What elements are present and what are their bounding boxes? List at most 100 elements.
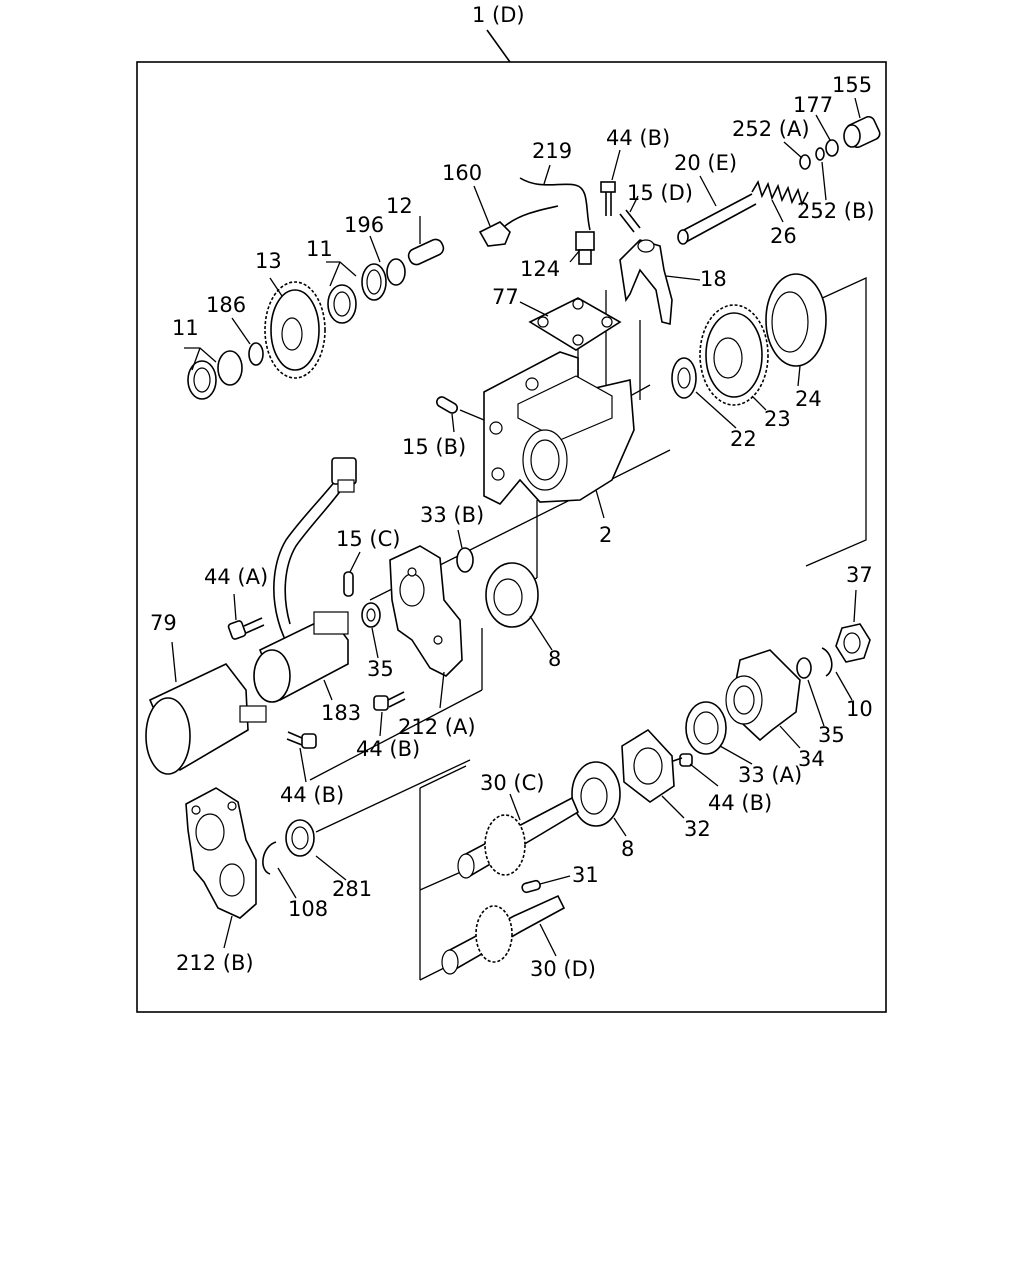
- part-labels: 1 (D) 155 177 252 (A) 44 (B) 219 20 (E) …: [150, 3, 875, 981]
- label-252a: 252 (A): [732, 117, 810, 141]
- gear-13: [264, 281, 326, 379]
- snap-ring-108: [262, 841, 277, 875]
- label-15b: 15 (B): [402, 435, 466, 459]
- label-15d: 15 (D): [627, 181, 693, 205]
- label-31: 31: [572, 863, 599, 887]
- washer-252a: [799, 154, 811, 170]
- nut-37: [835, 623, 871, 663]
- snap-ring-10: [821, 647, 833, 677]
- label-44b-mid: 44 (B): [356, 737, 420, 761]
- label-32: 32: [684, 817, 711, 841]
- label-2: 2: [599, 523, 612, 547]
- bearing-8-mid: [485, 562, 539, 628]
- sleeve-24: [765, 273, 827, 367]
- washer-35-mid: [361, 602, 381, 628]
- label-37: 37: [846, 563, 873, 587]
- washer-33b: [456, 547, 474, 573]
- bolt-44b-top: [600, 181, 616, 216]
- cap-79: [145, 663, 267, 775]
- wire-219: [519, 177, 591, 231]
- label-8-low: 8: [621, 837, 634, 861]
- washer-252b: [815, 147, 825, 161]
- label-196: 196: [344, 213, 384, 237]
- label-34: 34: [798, 747, 825, 771]
- leader-lines: [171, 97, 861, 957]
- solenoid-183: [253, 611, 349, 703]
- label-26: 26: [770, 224, 797, 248]
- label-33b: 33 (B): [420, 503, 484, 527]
- bolt-44a: [227, 617, 265, 640]
- label-155: 155: [832, 73, 872, 97]
- label-35-right: 35: [818, 723, 845, 747]
- label-30c: 30 (C): [480, 771, 544, 795]
- label-44b-low: 44 (B): [280, 783, 344, 807]
- wire-219b: [504, 205, 559, 227]
- gear-23: [699, 304, 769, 406]
- housing-212b: [185, 787, 257, 919]
- label-212a: 212 (A): [398, 715, 476, 739]
- label-24: 24: [795, 387, 822, 411]
- harness-connector: [331, 457, 357, 493]
- title-leader: [486, 29, 511, 63]
- label-20e: 20 (E): [674, 151, 737, 175]
- label-13: 13: [255, 249, 282, 273]
- lower-shaft-bracket: [419, 765, 467, 789]
- label-79: 79: [150, 611, 177, 635]
- label-186: 186: [206, 293, 246, 317]
- bolt-44b-low: [286, 731, 317, 749]
- harness-cable-2: [284, 485, 345, 625]
- shaft-group-bracket: [805, 276, 867, 567]
- label-12: 12: [386, 194, 413, 218]
- shaft-30c: [457, 796, 580, 879]
- label-252b: 252 (B): [797, 199, 875, 223]
- snap-ring-186: [248, 342, 264, 366]
- label-35-mid: 35: [367, 657, 394, 681]
- label-30d: 30 (D): [530, 957, 596, 981]
- flange-34: [725, 649, 801, 742]
- shaft-30d: [441, 894, 566, 975]
- label-11-top: 11: [306, 237, 333, 261]
- label-8-mid: 8: [548, 647, 561, 671]
- washer-22: [671, 357, 697, 399]
- label-281: 281: [332, 877, 372, 901]
- bolt-44b-mid: [373, 691, 406, 711]
- label-108: 108: [288, 897, 328, 921]
- label-18: 18: [700, 267, 727, 291]
- bearing-11-left: [187, 350, 243, 400]
- label-183: 183: [321, 701, 361, 725]
- label-11-left: 11: [172, 316, 199, 340]
- pto-case-2: [483, 351, 635, 505]
- label-219: 219: [532, 139, 572, 163]
- diagram-frame: [136, 61, 887, 1013]
- washer-35-right: [796, 657, 812, 679]
- label-44b-top: 44 (B): [606, 126, 670, 150]
- label-44a: 44 (A): [204, 565, 268, 589]
- label-44b-right: 44 (B): [708, 791, 772, 815]
- cover-plate-77: [528, 297, 622, 351]
- pin-15b: [436, 396, 458, 414]
- bearing-8-low: [571, 761, 621, 827]
- housing-212a: [389, 545, 463, 677]
- pin-15d: [619, 209, 641, 233]
- label-10: 10: [846, 697, 873, 721]
- cover-guide: [315, 759, 471, 833]
- ring-281: [285, 819, 315, 857]
- pin-12: [407, 238, 445, 266]
- snap-ring-196: [386, 258, 406, 286]
- pin-15c: [343, 571, 354, 597]
- pin-31: [521, 879, 541, 894]
- label-22: 22: [730, 427, 757, 451]
- label-23: 23: [764, 407, 791, 431]
- title-label: 1 (D): [472, 3, 525, 27]
- label-160: 160: [442, 161, 482, 185]
- bushing-155: [843, 115, 881, 149]
- label-124: 124: [520, 257, 560, 281]
- retainer-32: [621, 728, 675, 803]
- housing-guide-d: [309, 689, 483, 781]
- label-15c: 15 (C): [336, 527, 400, 551]
- connector-160: [478, 221, 511, 247]
- seal-33a: [685, 701, 727, 755]
- shift-shaft-20e: [677, 193, 757, 245]
